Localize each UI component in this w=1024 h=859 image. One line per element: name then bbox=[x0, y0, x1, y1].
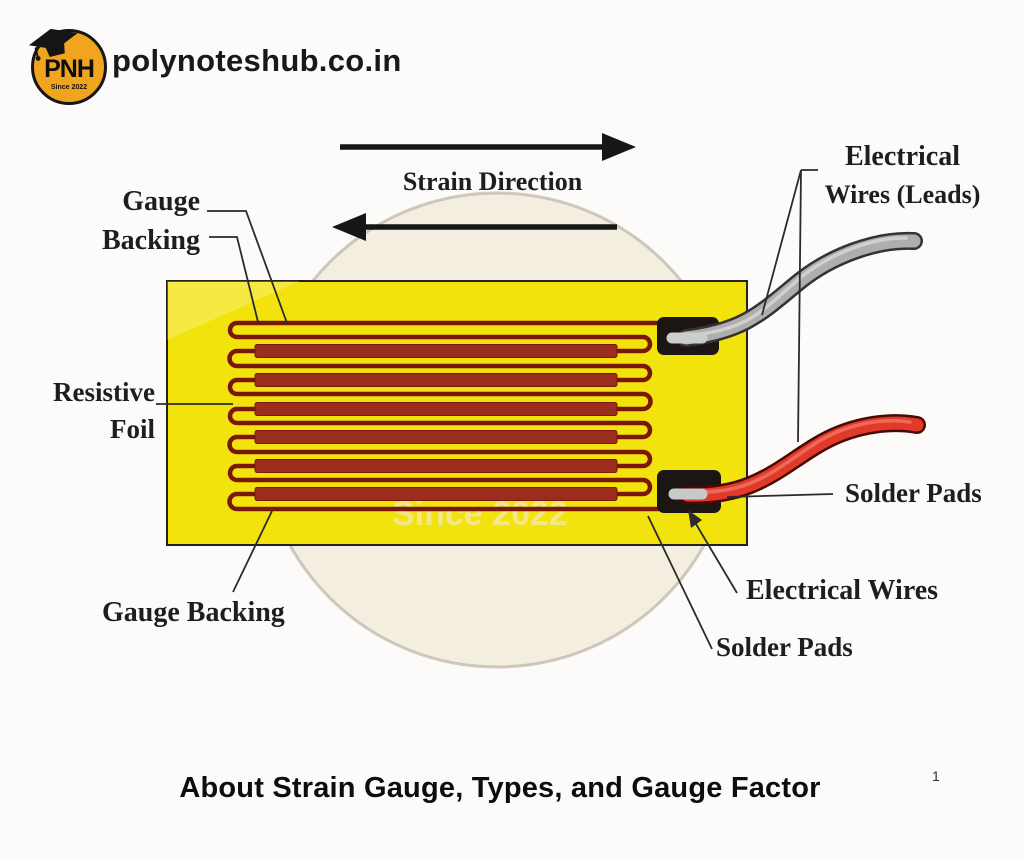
site-url: polynoteshub.co.in bbox=[112, 43, 402, 78]
logo-since-text: Since 2022 bbox=[50, 84, 88, 91]
graduation-cap-icon bbox=[28, 28, 78, 61]
leader-gauge-top bbox=[207, 210, 288, 324]
solder-pads-right-label: Solder Pads bbox=[845, 478, 982, 508]
leader-backing-top bbox=[209, 236, 259, 323]
electrical-wires-label: Electrical Wires bbox=[746, 575, 939, 606]
leader-solder-right bbox=[726, 493, 834, 498]
solder-pads-bottom-label: Solder Pads bbox=[716, 632, 853, 662]
logo-circle: PNH Since 2022 bbox=[28, 28, 107, 105]
resistive-foil-trace bbox=[227, 320, 659, 512]
gauge-backing-top-line2: Backing bbox=[101, 225, 200, 256]
lead-wire-red bbox=[679, 414, 926, 505]
electrical-wires-leads-label: Electrical Wires (Leads) bbox=[805, 140, 1000, 211]
leader-leads-red bbox=[797, 169, 802, 443]
resistive-foil-label: Resistive Foil bbox=[20, 374, 155, 448]
foil-grid-bars bbox=[254, 344, 618, 501]
leader-leads-gray bbox=[761, 169, 802, 316]
site-header: PNH Since 2022 polynoteshub.co.in bbox=[0, 0, 1024, 110]
pnh-logo: PNH Since 2022 bbox=[28, 26, 108, 106]
resistive-foil-line1: Resistive bbox=[53, 377, 155, 407]
logo-text: PNH bbox=[44, 55, 95, 83]
leader-lines bbox=[156, 169, 834, 650]
leader-solder-bottom bbox=[647, 515, 713, 650]
resistive-foil-line2: Foil bbox=[110, 414, 155, 444]
gauge-backing-bottom-label: Gauge Backing bbox=[102, 597, 285, 628]
strain-arrow-left bbox=[332, 213, 617, 241]
page-number: 1 bbox=[932, 768, 940, 784]
gauge-backing-top-line1: Gauge bbox=[122, 186, 200, 217]
gauge-backing-top-label: Gauge Backing bbox=[50, 182, 200, 260]
electrical-wires-leads-line1: Electrical bbox=[844, 141, 961, 172]
watermark-since-text: Since 2022 bbox=[392, 495, 568, 533]
page-title: About Strain Gauge, Types, and Gauge Fac… bbox=[179, 772, 821, 804]
leader-gauge-backing-bottom bbox=[232, 510, 273, 593]
strain-direction-label: Strain Direction bbox=[402, 167, 583, 196]
leader-arrowhead bbox=[688, 510, 702, 528]
leader-electrical-wires bbox=[695, 523, 738, 594]
electrical-wires-leads-line2: Wires (Leads) bbox=[824, 180, 981, 209]
strain-arrow-right bbox=[340, 133, 636, 161]
